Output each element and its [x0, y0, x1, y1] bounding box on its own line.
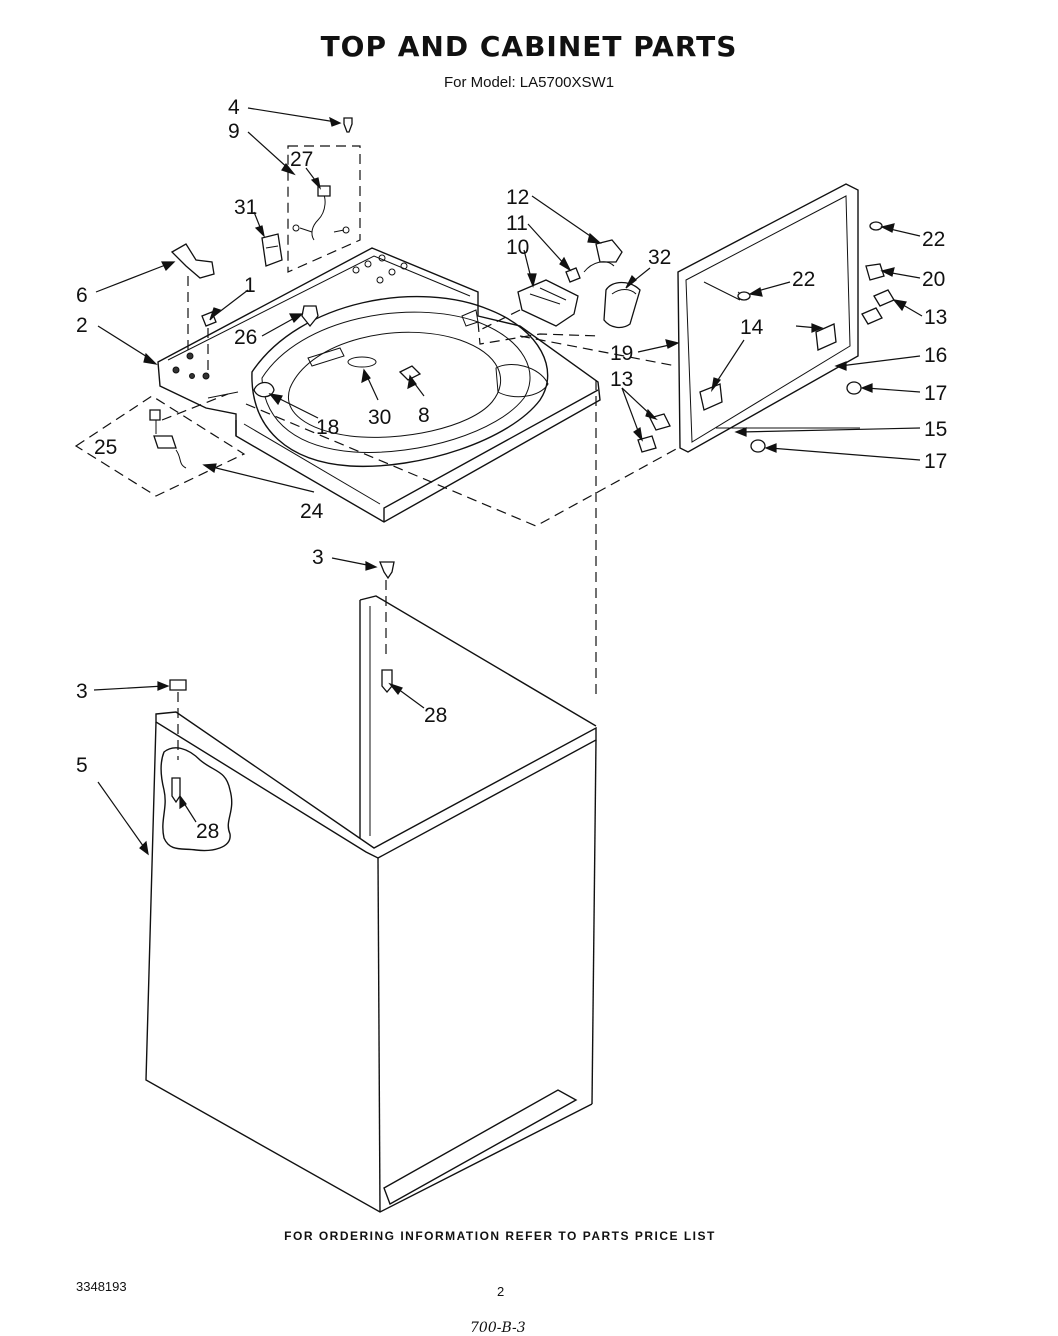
- part-31-clip: [261, 233, 283, 267]
- callout-10: 10: [506, 236, 529, 259]
- page-number: 2: [497, 1284, 505, 1299]
- part-17-bumper-upper: [846, 381, 862, 395]
- washer-lid: [677, 183, 859, 453]
- callout-26: 26: [234, 326, 257, 349]
- part-24-wire-box: [74, 395, 246, 497]
- callout-13-left: 13: [610, 368, 633, 391]
- callout-2: 2: [76, 314, 88, 337]
- ordering-note: FOR ORDERING INFORMATION REFER TO PARTS …: [284, 1229, 716, 1243]
- part-13-screws-lower: [637, 413, 671, 453]
- callout-17-upper: 17: [924, 382, 947, 405]
- callout-3-left: 3: [76, 680, 88, 703]
- callout-11: 11: [506, 212, 528, 235]
- callout-labels: 4 9 27 31 6 1 2 26 18 25 24 30 8 12 11 1…: [76, 96, 947, 843]
- callout-20: 20: [922, 268, 945, 291]
- part-10-lid-switch: [479, 279, 579, 331]
- callout-1: 1: [244, 274, 256, 297]
- washer-cabinet: [145, 561, 597, 1213]
- callout-3-center: 3: [312, 546, 324, 569]
- callout-22-lid: 22: [792, 268, 815, 291]
- part-12-switch-bracket: [583, 239, 623, 273]
- callout-22-right: 22: [922, 228, 945, 251]
- callout-30: 30: [368, 406, 391, 429]
- part-22-bumper: [869, 221, 883, 231]
- document-number: 3348193: [76, 1279, 127, 1294]
- callout-14: 14: [740, 316, 764, 339]
- page-title: TOP AND CABINET PARTS: [320, 30, 738, 63]
- part-6-hinge: [170, 243, 215, 350]
- callout-27: 27: [290, 148, 313, 171]
- part-32-dispenser-cup: [603, 281, 641, 329]
- part-30-actuator: [347, 356, 377, 368]
- callout-4: 4: [228, 96, 240, 119]
- callout-17-lower: 17: [924, 450, 947, 473]
- part-9-wire-harness-box: [287, 145, 361, 273]
- callout-12: 12: [506, 186, 529, 209]
- part-4-screw: [343, 117, 353, 133]
- part-13-screws-upper: [861, 289, 895, 325]
- callout-5: 5: [76, 754, 88, 777]
- callout-6: 6: [76, 284, 88, 307]
- model-number: For Model: LA5700XSW1: [443, 74, 615, 91]
- callout-19: 19: [610, 342, 633, 365]
- callout-28-right: 28: [424, 704, 447, 727]
- part-17-bumper-lower: [750, 439, 766, 453]
- part-26-grommet: [301, 305, 319, 328]
- part-11-spacer: [565, 267, 581, 283]
- callout-28-left: 28: [196, 820, 219, 843]
- callout-16: 16: [924, 344, 947, 367]
- callout-15: 15: [924, 418, 947, 441]
- part-20-clip: [865, 263, 885, 281]
- callout-25: 25: [94, 436, 117, 459]
- part-8-pin: [398, 365, 422, 381]
- callout-32: 32: [648, 246, 671, 269]
- callout-13-right: 13: [924, 306, 947, 329]
- handwritten-note: 700-B-3: [470, 1320, 526, 1336]
- callout-8: 8: [418, 404, 430, 427]
- callout-18: 18: [316, 416, 339, 439]
- leader-lines: [93, 107, 923, 856]
- callout-9: 9: [228, 120, 240, 143]
- callout-31: 31: [234, 196, 257, 219]
- callout-24: 24: [300, 500, 324, 523]
